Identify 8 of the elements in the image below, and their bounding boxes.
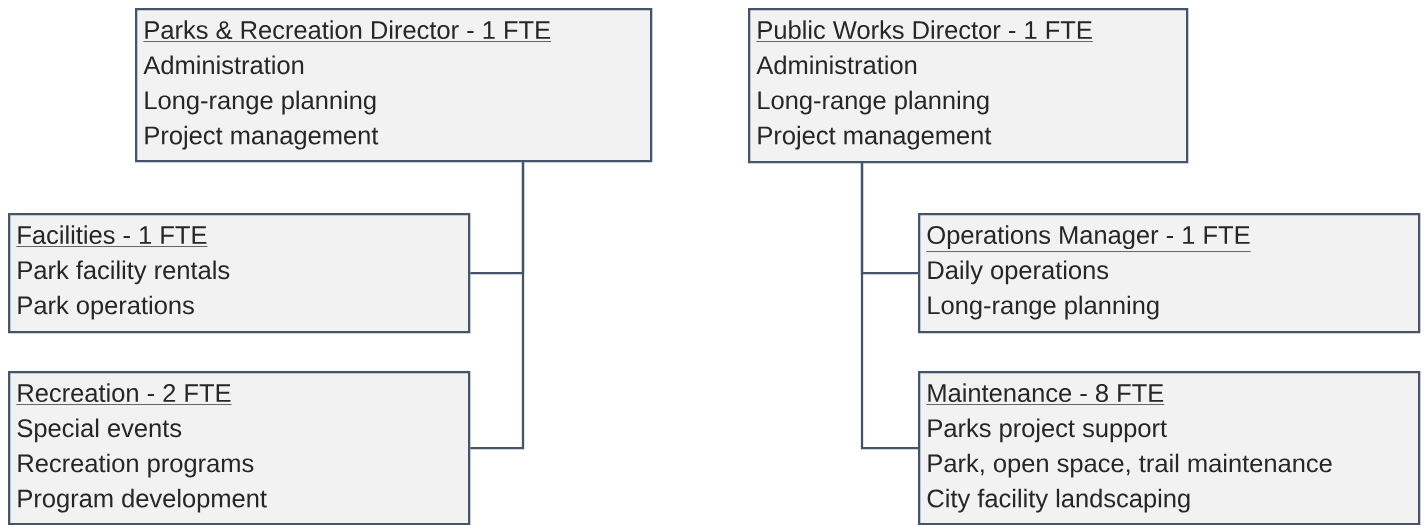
- org-box: Maintenance - 8 FTE Parks project support Park, open space, trail maintenance City facility landscaping: [918, 371, 1421, 525]
- org-box: Parks & Recreation Director - 1 FTE Administration Long-range planning Project management: [135, 8, 653, 163]
- org-box: Recreation - 2 FTE Special events Recreation programs Program development: [8, 371, 471, 525]
- connector-line: [860, 163, 918, 450]
- org-box: Public Works Director - 1 FTE Administration Long-range planning Project management: [748, 8, 1189, 164]
- org-box: Facilities - 1 FTE Park facility rentals Park operations: [8, 213, 471, 334]
- connector-line: [470, 162, 525, 450]
- org-box: Operations Manager - 1 FTE Daily operations Long-range planning: [918, 213, 1421, 334]
